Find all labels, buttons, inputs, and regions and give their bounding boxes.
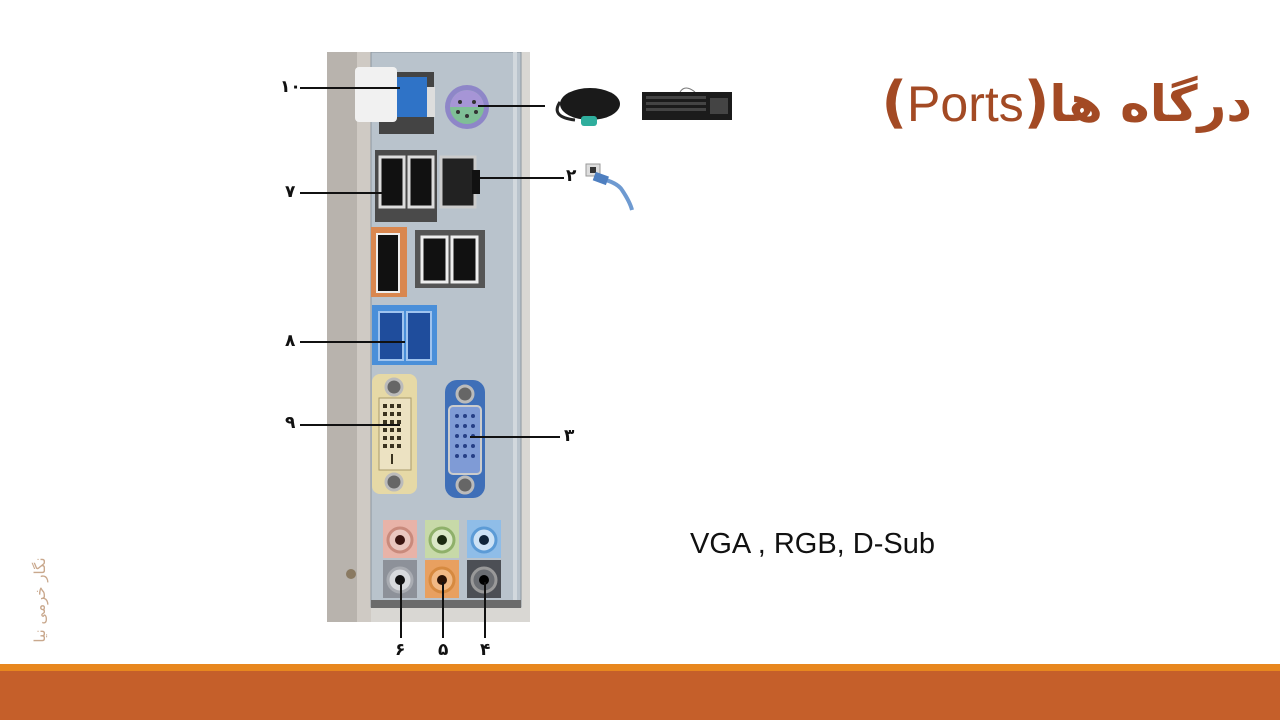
usb-pair-2-port <box>415 230 485 288</box>
ps2-port <box>445 85 489 129</box>
callout-label-3: ۳ <box>564 426 575 446</box>
callout-label-5: ۵ <box>438 640 449 660</box>
io-panel-image <box>327 52 530 622</box>
callout-label-7: ۷ <box>285 182 296 202</box>
slide-title: درگاه ها ( Ports ) <box>881 70 1252 135</box>
callout-label-4: ۴ <box>480 640 491 660</box>
callout-line-9 <box>300 424 400 426</box>
usb-top-port <box>355 67 435 134</box>
dvi-port <box>372 374 417 494</box>
title-english: Ports <box>907 76 1024 132</box>
ethernet-cable-icon <box>585 163 634 211</box>
vga-port <box>445 380 485 498</box>
callout-line-7 <box>300 192 400 194</box>
title-open-paren: ( <box>1023 70 1050 135</box>
callout-line-ps2 <box>478 105 545 107</box>
callout-line-2 <box>474 177 564 179</box>
mouse-icon <box>555 88 620 126</box>
usb3-port <box>372 305 437 365</box>
hdmi-port <box>371 227 407 297</box>
footer-band <box>0 671 1280 720</box>
title-close-paren: ) <box>881 70 908 135</box>
callout-label-6: ۶ <box>395 640 406 660</box>
keyboard-icon <box>642 87 732 120</box>
callout-label-9: ۹ <box>285 413 296 433</box>
footer-stripe <box>0 664 1280 671</box>
callout-line-3 <box>470 436 560 438</box>
callout-label-10: ۱۰ <box>280 77 301 97</box>
callout-line-4 <box>484 582 486 638</box>
ethernet-port <box>439 155 480 209</box>
callout-line-8 <box>300 341 405 343</box>
callout-line-10 <box>300 87 400 89</box>
callout-line-5 <box>442 582 444 638</box>
callout-label-2: ۲ <box>566 166 577 186</box>
title-persian: درگاه ها <box>1049 75 1252 133</box>
usb-pair-port <box>375 150 437 222</box>
author-name: نگار خرمی نیا <box>20 540 60 660</box>
port-caption: VGA , RGB, D-Sub <box>690 528 935 560</box>
callout-label-8: ۸ <box>285 331 296 351</box>
author-text: نگار خرمی نیا <box>31 557 49 643</box>
callout-line-6 <box>400 582 402 638</box>
